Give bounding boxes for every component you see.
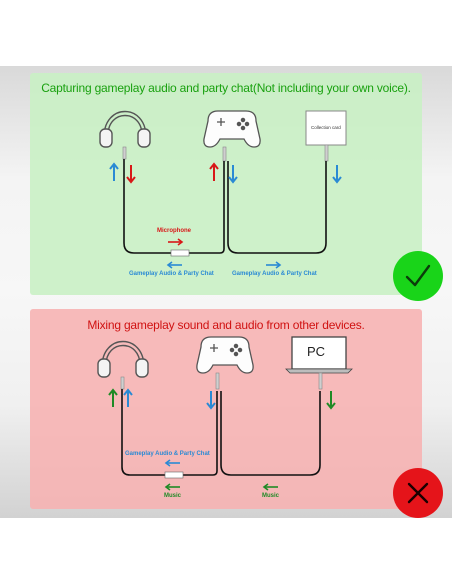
console-cable [227,161,327,254]
gamepad-icon [203,110,261,148]
laptop-cable [220,391,321,476]
capture-card-label: Collection card [311,125,341,130]
gameplay-audio-label: Gameplay Audio & Party Chat [232,271,317,277]
adapter-icon [164,471,184,479]
capture-panel-title: Capturing gameplay audio and party chat(… [41,81,411,95]
arrow-down-blue [332,165,342,184]
audio-jack-icon [122,144,329,162]
arrow-up-blue [123,388,133,407]
arrow-down-blue [206,391,216,410]
arrow-left-green [164,483,180,491]
x-icon [407,482,429,504]
gamepad-icon [196,336,254,374]
arrow-down-green [326,391,336,410]
gameplay-audio-label: Gameplay Audio & Party Chat [125,451,210,457]
headset-cable [121,389,218,476]
adapter-icon [170,249,190,257]
check-icon [405,264,431,287]
arrow-left-blue [164,459,180,467]
arrow-up-red [209,162,219,181]
gameplay-audio-label: Gameplay Audio & Party Chat [129,271,214,277]
headset-icon [97,341,149,378]
arrow-right-red [168,238,184,246]
music-label: Music [164,493,182,499]
x-badge [393,468,443,518]
arrow-up-green [108,388,118,407]
arrow-left-green [262,483,278,491]
mixing-wiring-diagram [97,336,353,491]
arrow-up-blue [109,162,119,181]
arrow-left-blue [166,261,182,269]
laptop-icon [285,336,353,374]
audio-jack-icon [120,372,323,390]
microphone-label: Microphone [157,228,191,234]
headset-icon [99,111,151,148]
capture-panel: Capturing gameplay audio and party chat(… [30,73,422,295]
pc-label: PC [307,344,326,359]
capture-wiring-diagram [99,110,347,269]
mixing-panel: Mixing gameplay sound and audio from oth… [30,309,422,509]
mixing-panel-title: Mixing gameplay sound and audio from oth… [87,318,365,332]
music-label: Music [262,493,280,499]
arrow-down-red [126,165,136,184]
arrow-down-blue [228,165,238,184]
capture-card-icon [305,110,347,146]
check-badge [393,251,443,301]
headset-cable [123,159,225,254]
arrow-right-blue [266,261,282,269]
